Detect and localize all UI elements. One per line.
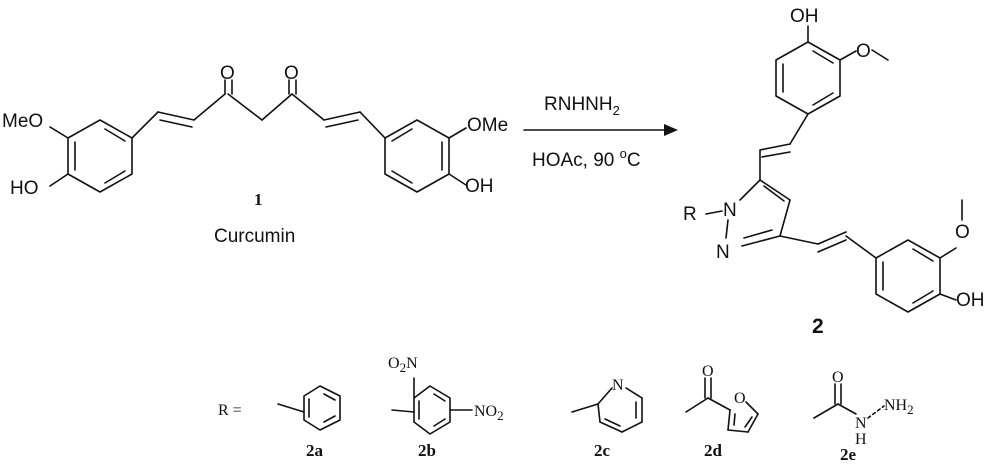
reactant-number: 1 [254, 190, 263, 209]
substituent-2c-pyridyl: N 2c [571, 377, 643, 460]
pyrazole-n1-label: N [723, 200, 737, 221]
bottom-hydroxy-label: OH [956, 290, 985, 311]
pyrazole-product-structure: OH O N N R O OH 2 [683, 6, 985, 338]
label-2d: 2d [704, 441, 723, 460]
pyrazole-n2-label: N [716, 242, 730, 263]
r-group-definitions: R = 2a O2N NO2 2b N [218, 355, 914, 464]
label-2b: 2b [418, 441, 436, 460]
furan-o-label: O [734, 390, 746, 407]
label-2a: 2a [306, 441, 324, 460]
curcumin-structure: MeO HO O O OMe OH 1 Curcumin [2, 63, 508, 247]
top-hydroxy-label: OH [790, 6, 819, 27]
substituent-2a-phenyl: 2a [277, 385, 341, 460]
reactant-name: Curcumin [214, 226, 295, 247]
top-aromatic-ring [775, 41, 841, 115]
substituent-2d-furoyl: O O 2d [685, 363, 759, 460]
nitro-top-label: O2N [388, 355, 418, 375]
bottom-aromatic-ring [875, 239, 941, 313]
arrow-head-icon [664, 124, 678, 136]
conditions-label: HOAc, 90 oC [532, 146, 641, 171]
left-methoxy-label: MeO [2, 111, 43, 132]
carbonyl-oxygen-left: O [220, 63, 235, 84]
substituent-2b-dinitrophenyl: O2N NO2 2b [388, 355, 504, 460]
carbonyl-oxygen-right: O [284, 63, 299, 84]
carbohydrazide-nh-n: N [855, 415, 867, 432]
substituent-2e-carbohydrazide: O N H NH2 2e [813, 369, 914, 464]
reagent-label: RNHNH2 [544, 94, 620, 118]
pyridine-n-label: N [612, 377, 624, 394]
right-methoxy-label: OMe [467, 115, 508, 136]
top-methoxy-oxygen: O [856, 41, 871, 62]
reaction-arrow: RNHNH2 HOAc, 90 oC [523, 94, 678, 171]
label-2e: 2e [840, 445, 857, 464]
right-hydroxy-label: OH [465, 176, 494, 197]
product-number: 2 [812, 315, 824, 338]
carbohydrazide-carbonyl-o: O [832, 369, 844, 386]
furoyl-carbonyl-o: O [702, 363, 714, 380]
left-hydroxy-label: HO [10, 178, 39, 199]
nitro-right-label: NO2 [474, 403, 504, 423]
r-group-label: R [683, 204, 697, 225]
r-equals-label: R = [218, 402, 242, 419]
right-aromatic-ring [384, 119, 450, 193]
bottom-methoxy-oxygen: O [955, 222, 970, 243]
carbohydrazide-nh2: NH2 [884, 397, 914, 417]
label-2c: 2c [594, 441, 611, 460]
carbohydrazide-nh-h: H [855, 431, 867, 448]
left-aromatic-ring [67, 119, 133, 193]
